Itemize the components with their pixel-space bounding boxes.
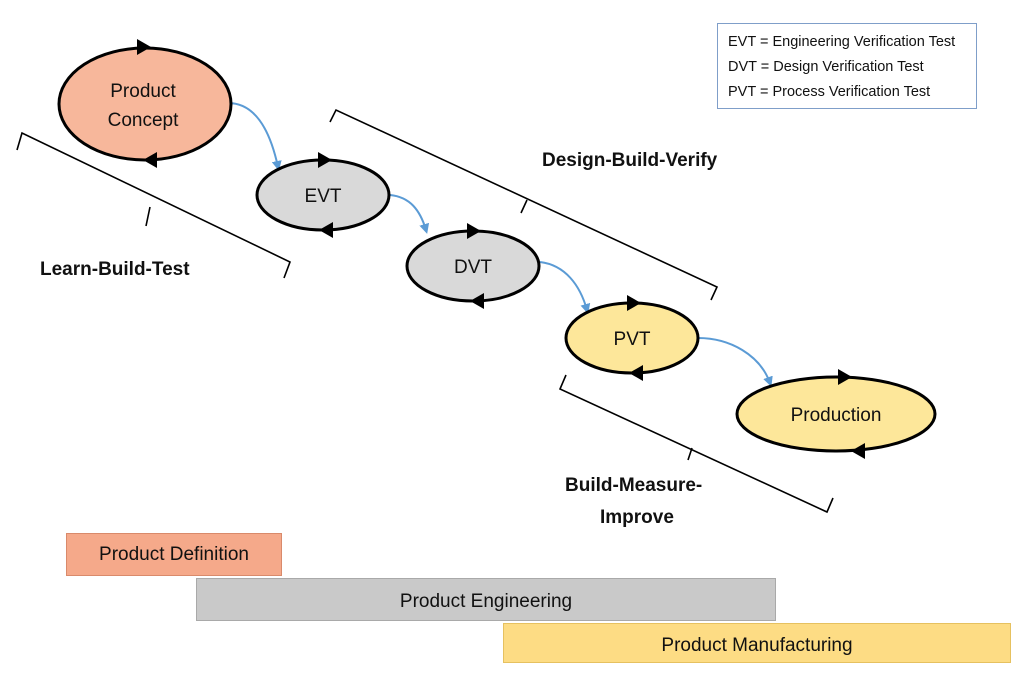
- node-production: Production: [735, 369, 937, 459]
- phase-label-improve: Improve: [600, 507, 674, 528]
- legend-box: EVT = Engineering Verification Test DVT …: [717, 23, 977, 109]
- phase-label-learn-build-test: Learn-Build-Test: [40, 259, 190, 280]
- connector-evt-dvt: [389, 194, 430, 234]
- legend-item-evt: EVT = Engineering Verification Test: [728, 34, 956, 50]
- cycle-arrow-icon: [319, 222, 333, 238]
- cycle-arrow-icon: [137, 39, 151, 55]
- bar-product-manufacturing: Product Manufacturing: [503, 623, 1011, 663]
- bar-product-engineering: Product Engineering: [196, 578, 776, 621]
- cycle-arrow-icon: [467, 223, 481, 239]
- node-label: Concept: [108, 110, 179, 131]
- connector-pvt-production: [697, 337, 773, 387]
- node-label: DVT: [454, 257, 492, 278]
- node-label: PVT: [614, 329, 651, 350]
- cycle-arrow-icon: [143, 152, 157, 168]
- legend-item-pvt: PVT = Process Verification Test: [728, 84, 931, 100]
- connector-dvt-pvt: [539, 261, 591, 314]
- phase-label-design-build-verify: Design-Build-Verify: [542, 150, 718, 171]
- node-pvt: PVT: [564, 295, 700, 381]
- node-dvt: DVT: [405, 223, 541, 309]
- node-evt: EVT: [255, 152, 391, 238]
- legend-item-dvt: DVT = Design Verification Test: [728, 59, 924, 75]
- design-build-verify-bracket: [329, 108, 719, 301]
- node-product-concept: Product Concept: [57, 39, 233, 168]
- node-label: Production: [791, 405, 882, 426]
- node-label: EVT: [305, 186, 342, 207]
- cycle-arrow-icon: [627, 295, 641, 311]
- connector-concept-evt: [227, 102, 282, 171]
- cycle-arrow-icon: [629, 365, 643, 381]
- cycle-arrow-icon: [838, 369, 852, 385]
- phase-label-build-measure: Build-Measure-: [565, 475, 702, 496]
- build-measure-improve-bracket: [558, 374, 834, 514]
- bar-product-definition: Product Definition: [66, 533, 282, 576]
- node-label: Product: [110, 81, 176, 102]
- learn-build-test-bracket: [16, 131, 292, 279]
- cycle-arrow-icon: [851, 443, 865, 459]
- cycle-arrow-icon: [318, 152, 332, 168]
- cycle-arrow-icon: [470, 293, 484, 309]
